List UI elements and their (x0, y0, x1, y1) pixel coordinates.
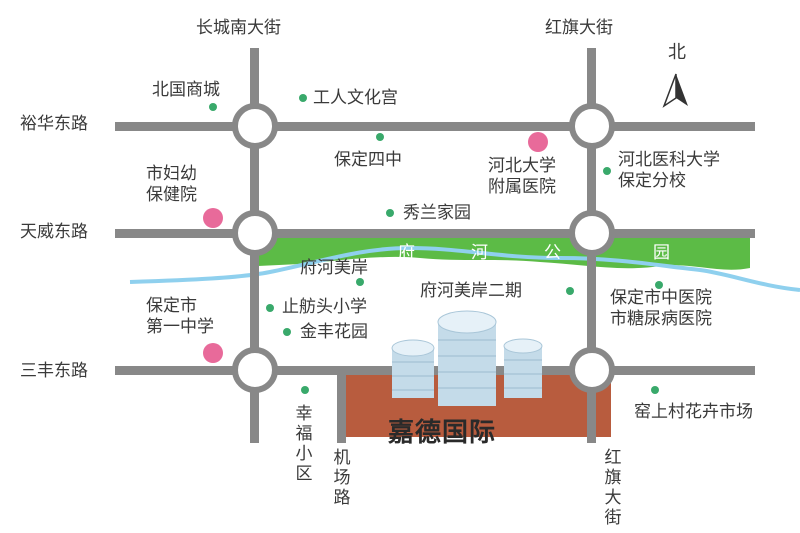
building-left (391, 339, 435, 398)
project-name: 嘉德国际 (388, 418, 497, 448)
hospital-marker-icon (528, 132, 548, 152)
building-right (503, 338, 543, 398)
road-label-sanfeng: 三丰东路 (20, 361, 88, 381)
landmark-baoding4: 保定四中 (334, 150, 402, 170)
roundabout (569, 347, 615, 393)
landmark-jinfeng: 金丰花园 (300, 322, 368, 342)
roundabout (232, 210, 278, 256)
road-label-hongqi-top: 红旗大街 (545, 18, 613, 38)
roundabout (232, 103, 278, 149)
park-char: 园 (653, 243, 670, 263)
fuhe-river (129, 245, 800, 292)
hospital-marker-icon (203, 343, 223, 363)
landmark-fuhe-meian: 府河美岸 (300, 258, 368, 278)
poi-dot (603, 167, 611, 175)
landmark-xingfu: 幸福小区 (295, 404, 313, 484)
poi-dot (299, 94, 307, 102)
landmark-zhifang: 止舫头小学 (282, 297, 367, 317)
poi-dot (266, 304, 274, 312)
park-char: 公 (544, 243, 561, 263)
poi-dot (566, 287, 574, 295)
building-center (437, 310, 497, 406)
landmark-yaoshang: 窑上村花卉市场 (634, 402, 753, 422)
road-sanfeng (115, 366, 755, 375)
hospital-marker-icon (203, 208, 223, 228)
landmark-beiguo: 北国商城 (152, 80, 220, 100)
poi-dot (651, 386, 659, 394)
landmark-zhongyi: 保定市中医院 市糖尿病医院 (610, 288, 712, 329)
poi-dot (301, 386, 309, 394)
road-tianwei (115, 229, 755, 238)
landmark-fuhe-meian2: 府河美岸二期 (420, 281, 522, 301)
poi-dot (356, 278, 364, 286)
road-label-hongqi-bottom: 红旗大街 (604, 448, 622, 528)
park-char: 河 (471, 243, 488, 263)
road-yuhua (115, 122, 755, 131)
road-label-yuhua: 裕华东路 (20, 114, 88, 134)
poi-dot (376, 133, 384, 141)
park-char: 府 (398, 243, 415, 263)
landmark-medical-univ: 河北医科大学 保定分校 (618, 150, 720, 191)
road-label-tianwei: 天威东路 (20, 222, 88, 242)
landmark-school1: 保定市 第一中学 (146, 296, 214, 337)
landmark-hebei-hosp: 河北大学 附属医院 (488, 156, 556, 197)
north-label: 北 (668, 42, 686, 63)
roundabout (569, 103, 615, 149)
roundabout (232, 347, 278, 393)
landmark-fuyou: 市妇幼 保健院 (146, 164, 197, 205)
poi-dot (655, 281, 663, 289)
road-label-airport: 机场路 (333, 448, 351, 508)
road-airport (337, 375, 346, 443)
landmark-xiulan: 秀兰家园 (403, 203, 471, 223)
poi-dot (283, 328, 291, 336)
road-label-changcheng: 长城南大街 (196, 18, 281, 38)
poi-dot (386, 209, 394, 217)
landmark-gongren: 工人文化宫 (313, 88, 398, 108)
poi-dot (209, 103, 217, 111)
north-arrow-icon (662, 73, 688, 108)
roundabout (569, 210, 615, 256)
